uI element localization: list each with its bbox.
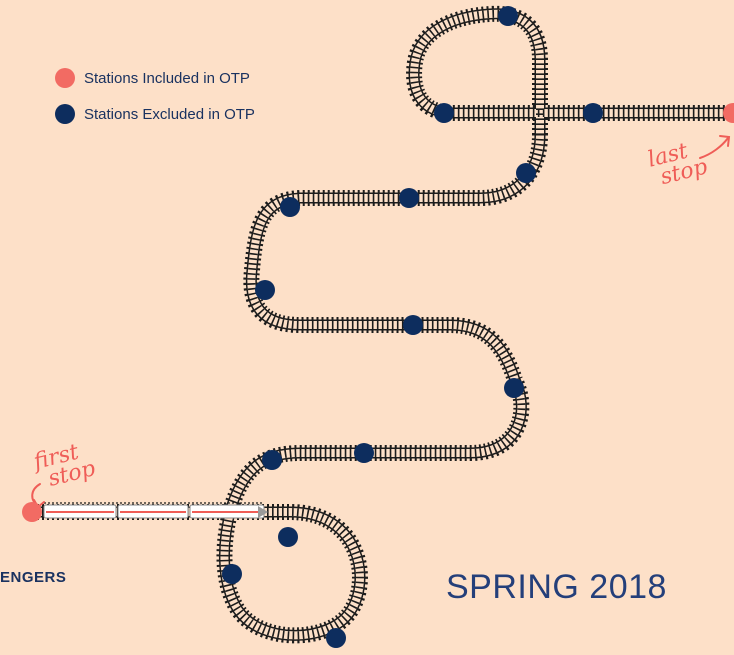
legend-item-included: Stations Included in OTP xyxy=(55,66,255,90)
train-stripe-3 xyxy=(192,511,262,513)
legend: Stations Included in OTP Stations Exclud… xyxy=(55,66,255,138)
excluded-station-3 xyxy=(498,6,518,26)
legend-label-included: Stations Included in OTP xyxy=(84,69,250,87)
cropped-passengers-label: ENGERS xyxy=(0,569,67,586)
excluded-station-15 xyxy=(222,564,242,584)
excluded-station-9 xyxy=(255,280,275,300)
last-stop-arrow xyxy=(699,137,729,159)
legend-item-excluded: Stations Excluded in OTP xyxy=(55,102,255,126)
legend-label-excluded: Stations Excluded in OTP xyxy=(84,105,255,123)
train xyxy=(43,502,268,519)
train-stripe-2 xyxy=(120,511,186,513)
included-station-2 xyxy=(723,103,734,123)
excluded-station-6 xyxy=(516,163,536,183)
included-station-1 xyxy=(22,502,42,522)
train-nose xyxy=(258,506,268,518)
excluded-station-14 xyxy=(278,527,298,547)
season-title: SPRING 2018 xyxy=(446,568,667,606)
stations xyxy=(22,6,734,648)
excluded-station-16 xyxy=(326,628,346,648)
last-stop-arrowhead xyxy=(719,135,731,147)
excluded-station-11 xyxy=(504,378,524,398)
train-stripe-1 xyxy=(46,511,114,513)
excluded-station-13 xyxy=(354,443,374,463)
track-rail-inner-2 xyxy=(410,9,734,135)
excluded-station-5 xyxy=(583,103,603,123)
excluded-station-12 xyxy=(262,450,282,470)
excluded-station-icon xyxy=(55,104,75,124)
excluded-station-10 xyxy=(403,315,423,335)
track-sleepers-1 xyxy=(32,134,544,640)
included-station-icon xyxy=(55,68,75,88)
excluded-station-8 xyxy=(280,197,300,217)
railway-track xyxy=(32,5,734,644)
excluded-station-4 xyxy=(434,103,454,123)
excluded-station-7 xyxy=(399,188,419,208)
